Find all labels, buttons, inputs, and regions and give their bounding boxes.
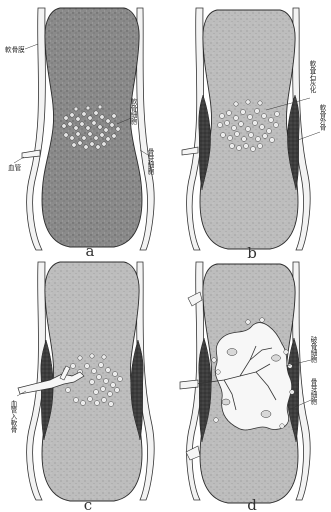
label-chondrocyte: 軟骨細胞 [129, 97, 137, 126]
label-osteoclast: 破骨細胞 [309, 335, 317, 364]
panel-letter-d: d [247, 496, 257, 512]
panel-b: 軟骨石灰化 軟骨外骨 b [182, 8, 326, 262]
panel-letter-c: c [84, 496, 92, 512]
label-vessel: 血管 [8, 163, 22, 172]
cartilage-body [42, 8, 142, 247]
label-osteoblast: 骨芽細胞 [146, 148, 154, 176]
panel-c: 血管入軟骨 c [9, 262, 154, 512]
panel-letter-a: a [86, 242, 95, 260]
label-calcified-cartilage: 軟骨石灰化 [308, 59, 316, 94]
label-periosteal-bone: 軟骨外骨 [318, 103, 326, 131]
label-cartilage-membrane: 軟骨膜 [5, 45, 25, 54]
panel-letter-b: b [247, 244, 257, 262]
blood-vessel [180, 380, 198, 389]
panel-a: 軟骨膜 血管 軟骨細胞 骨芽細胞 a [5, 8, 154, 260]
label-osteoblast: 骨芽細胞 [309, 378, 317, 406]
panel-d: 破骨細胞 骨芽細胞 d [180, 262, 317, 512]
label-vessel-invasion: 血管入軟骨 [9, 399, 17, 433]
